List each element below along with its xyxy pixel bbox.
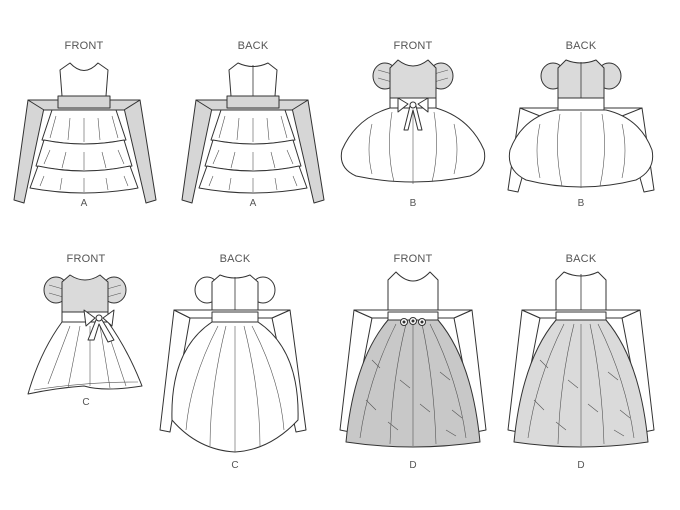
dress-d-front <box>339 271 487 448</box>
letter-d-back: D <box>577 460 585 471</box>
dress-d-back <box>507 271 655 448</box>
bodice <box>389 59 437 99</box>
bodice <box>61 274 109 313</box>
letter-d-front: D <box>409 460 417 471</box>
dress-c-front <box>27 274 143 395</box>
letter-c-back: C <box>231 460 239 471</box>
view-label-c-back: BACK <box>219 253 251 265</box>
dress-b-front <box>340 59 486 184</box>
bodice <box>387 271 439 313</box>
view-label-b-back: BACK <box>565 40 597 52</box>
bodice <box>59 62 109 97</box>
letter-c-front: C <box>82 397 90 408</box>
letter-a-back: A <box>249 198 257 209</box>
letter-b-back: B <box>577 198 585 209</box>
view-label-b-front: FRONT <box>393 40 433 52</box>
dress-a-back <box>181 62 325 204</box>
dress-a-front <box>13 62 157 204</box>
view-label-c-front: FRONT <box>66 253 106 265</box>
view-label-d-front: FRONT <box>393 253 433 265</box>
dress-b-back <box>507 59 655 193</box>
view-label-a-front: FRONT <box>64 40 104 52</box>
bow <box>397 97 429 113</box>
letter-b-front: B <box>409 198 417 209</box>
view-label-a-back: BACK <box>237 40 269 52</box>
dress-c-back <box>159 274 307 453</box>
letter-a-front: A <box>80 198 88 209</box>
view-label-d-back: BACK <box>565 253 597 265</box>
